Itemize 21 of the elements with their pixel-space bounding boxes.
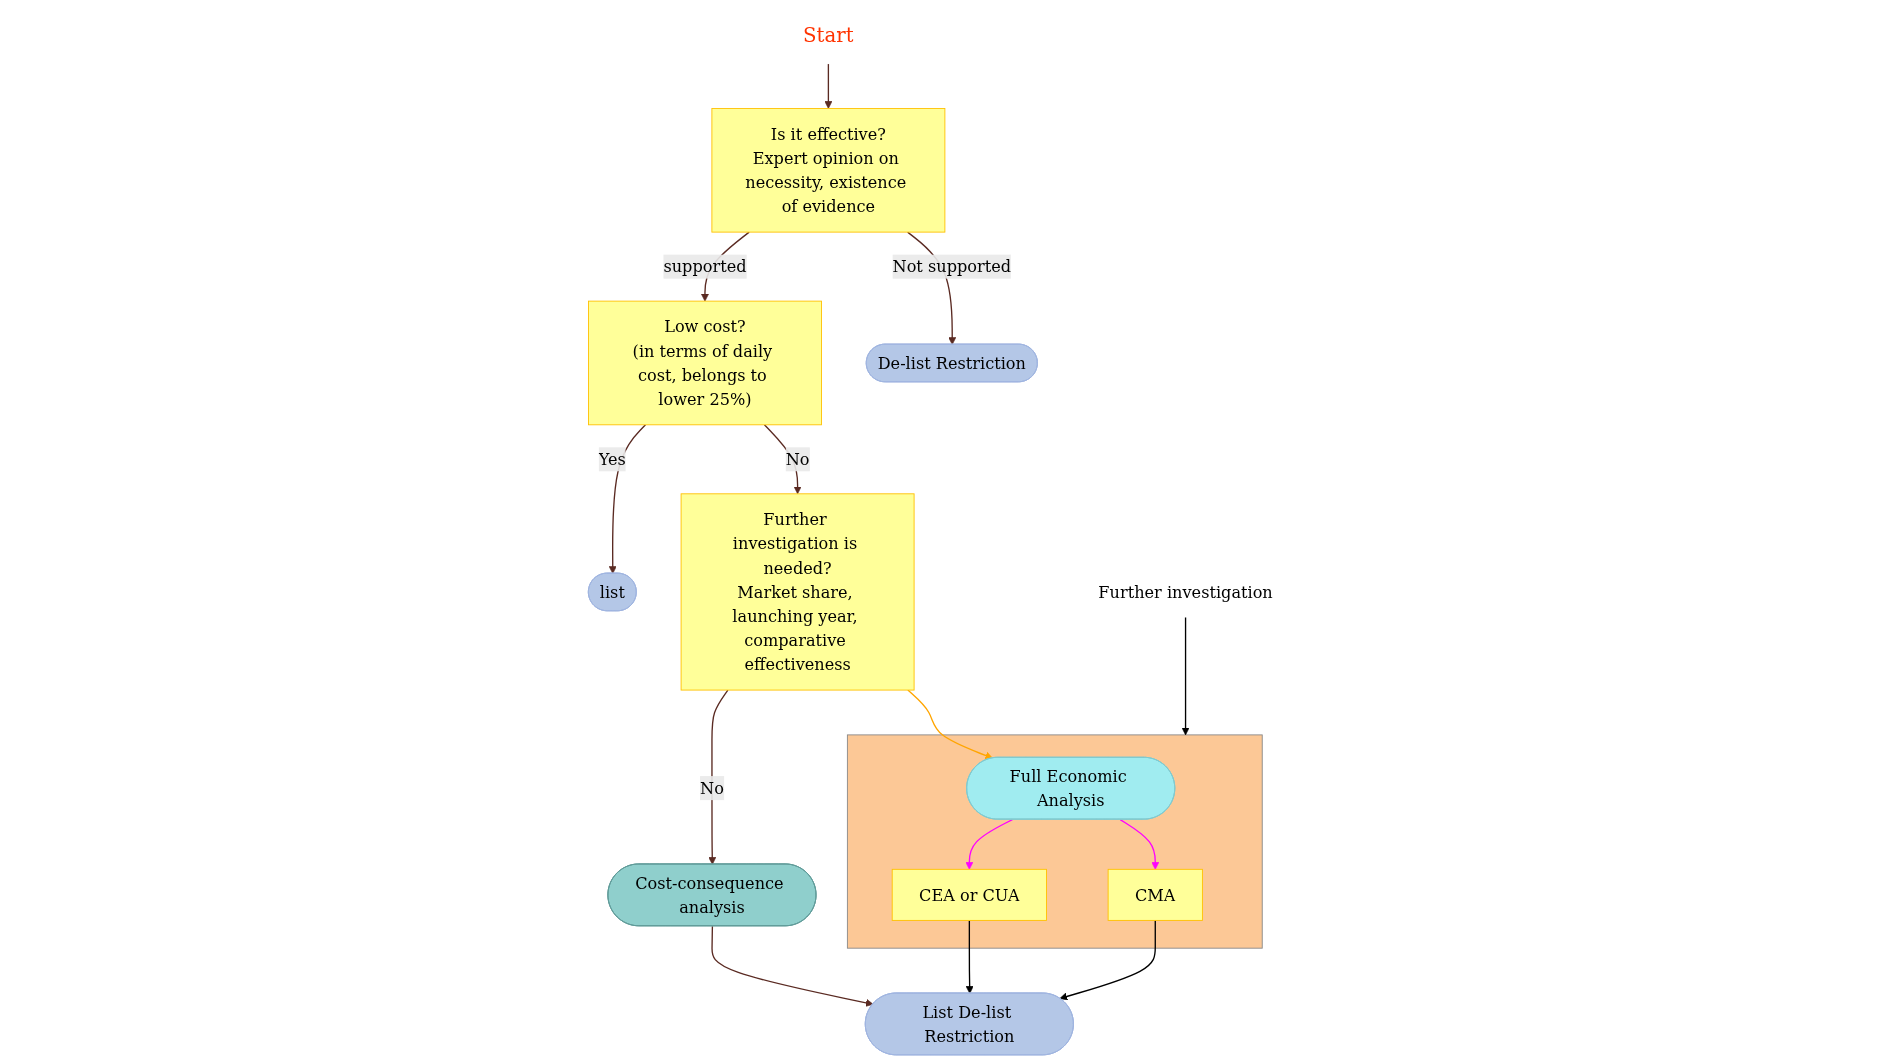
node-text: Start: [803, 24, 854, 47]
arrow: [711, 925, 874, 1007]
node-box: CMA: [1107, 868, 1203, 921]
node-box: Low cost? (in terms of daily cost, belongs to lower 25%): [588, 300, 822, 426]
arrow: [1119, 818, 1160, 870]
arrow: [907, 689, 993, 760]
node-box: CEA or CUA: [891, 868, 1047, 921]
node-box: Further investigation is needed? Market share, launching year, comparative effectiveness: [680, 493, 915, 691]
arrow: [965, 818, 1014, 870]
edge-label: Yes: [598, 449, 626, 469]
arrow: [1181, 616, 1190, 736]
node-text: Further investigation: [1098, 582, 1273, 602]
edge-label: No: [700, 778, 724, 798]
arrow: [965, 919, 974, 994]
arrow: [1059, 919, 1156, 1001]
edge-label: Not supported: [892, 257, 1012, 277]
node-box: Is it effective? Expert opinion on necessity, existence of evidence: [711, 108, 946, 233]
arrow: [824, 62, 833, 109]
edge-label: supported: [663, 257, 747, 277]
edge-label: No: [785, 449, 810, 469]
cluster: [846, 734, 1263, 949]
